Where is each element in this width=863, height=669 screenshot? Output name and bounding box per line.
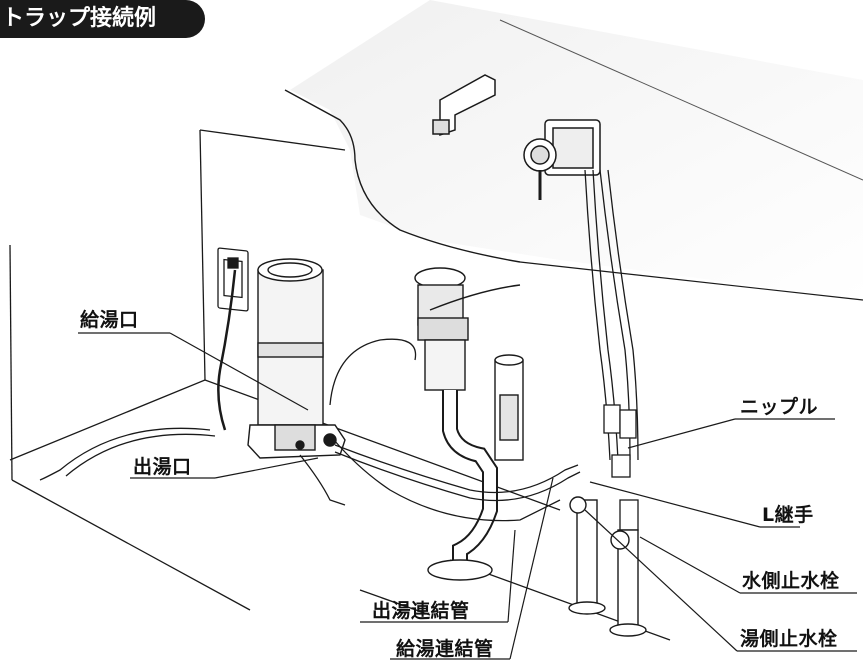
label-kyutoguchi: 給湯口 [80, 309, 139, 331]
label-outlet-pipe: 出湯連結管 [372, 600, 470, 622]
label-shutoguchi: 出湯口 [133, 456, 192, 478]
drain-trap [414, 267, 524, 581]
page-title: トラップ接続例 [0, 0, 205, 38]
counter-edge [284, 89, 521, 263]
label-l-joint: L継手 [762, 504, 814, 526]
label-nipple: ニップル [740, 396, 819, 418]
mixing-valve [523, 119, 601, 200]
water-heater [247, 258, 346, 459]
label-supply-pipe: 給湯連結管 [396, 638, 494, 660]
connection-pipes [39, 338, 581, 522]
faucet-spout [432, 74, 496, 137]
label-water-stop-valve: 水側止水栓 [742, 570, 840, 592]
supply-hoses [584, 169, 639, 531]
wall-outlet [217, 247, 249, 431]
label-hot-stop-valve: 湯側止水栓 [740, 628, 838, 650]
leader-lines [78, 332, 857, 660]
